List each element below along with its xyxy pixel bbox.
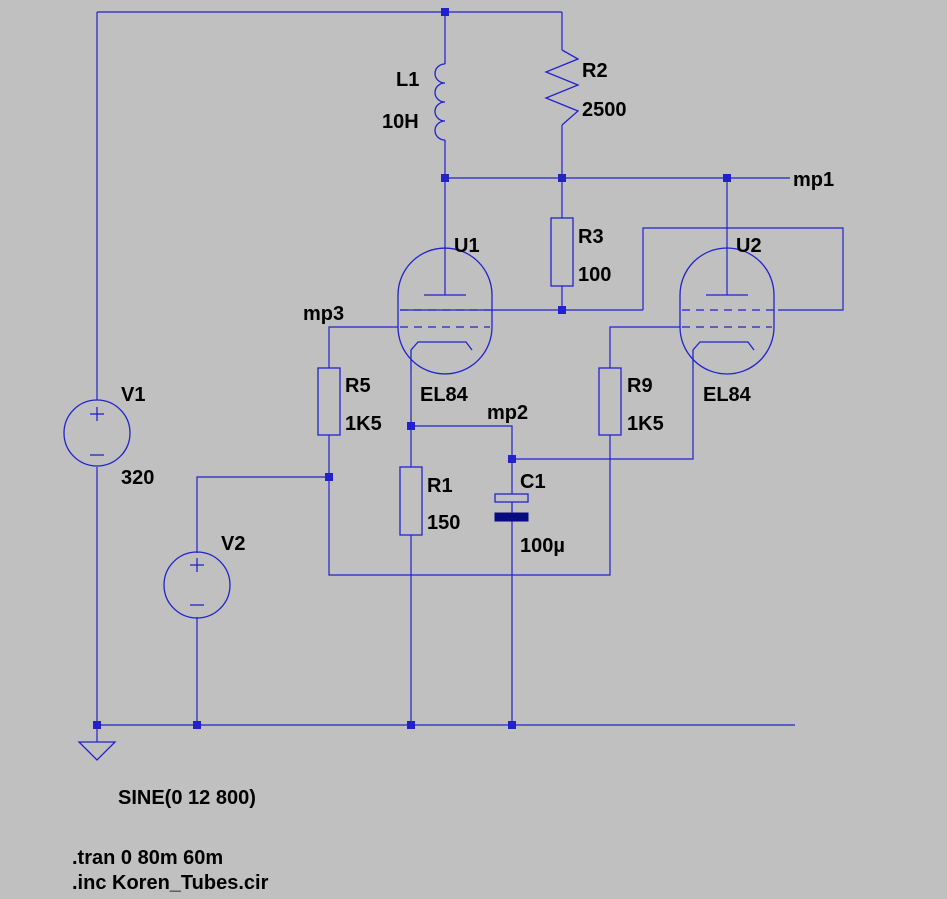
voltage-source-V1[interactable]: V1 320 (63, 384, 154, 489)
inductor-L1[interactable]: L1 10H (382, 60, 446, 143)
R2-value: 2500 (582, 99, 627, 121)
U2-name: U2 (736, 235, 762, 257)
tube-U2[interactable]: U2 EL84 (679, 235, 778, 406)
resistor-R9[interactable]: R9 1K5 (598, 367, 664, 436)
C1-value: 100µ (520, 535, 565, 557)
V1-value: 320 (121, 467, 154, 489)
R1-value: 150 (427, 512, 460, 534)
V2-value: SINE(0 12 800) (118, 787, 256, 809)
L1-value: 10H (382, 111, 419, 133)
R1-name: R1 (427, 475, 453, 497)
R2-name: R2 (582, 60, 608, 82)
net-label-mp3[interactable]: mp3 (303, 303, 344, 325)
resistor-R3[interactable]: R3 100 (550, 217, 611, 287)
U1-name: U1 (454, 235, 480, 257)
R5-value: 1K5 (345, 413, 382, 435)
resistor-R5[interactable]: R5 1K5 (317, 367, 382, 436)
wires (96, 11, 844, 742)
C1-name: C1 (520, 471, 546, 493)
capacitor-C1[interactable]: C1 100µ (494, 471, 565, 557)
R3-value: 100 (578, 264, 611, 286)
resistor-R2[interactable]: R2 2500 (544, 49, 627, 126)
resistor-R1[interactable]: R1 150 (399, 466, 460, 536)
tube-U1[interactable]: U1 EL84 (397, 235, 493, 406)
ground-symbol[interactable] (77, 741, 117, 761)
R9-value: 1K5 (627, 413, 664, 435)
R9-name: R9 (627, 375, 653, 397)
U1-value: EL84 (420, 384, 469, 406)
L1-name: L1 (396, 69, 419, 91)
R5-name: R5 (345, 375, 371, 397)
net-label-mp2[interactable]: mp2 (487, 402, 528, 424)
directive-tran[interactable]: .tran 0 80m 60m (72, 847, 223, 869)
U2-value: EL84 (703, 384, 752, 406)
V2-name: V2 (221, 533, 245, 555)
junction-dots (93, 8, 731, 729)
V1-name: V1 (121, 384, 145, 406)
R3-name: R3 (578, 226, 604, 248)
voltage-source-V2[interactable]: V2 SINE(0 12 800) (118, 533, 256, 809)
directive-include[interactable]: .inc Koren_Tubes.cir (72, 872, 269, 894)
net-label-mp1[interactable]: mp1 (793, 169, 834, 191)
